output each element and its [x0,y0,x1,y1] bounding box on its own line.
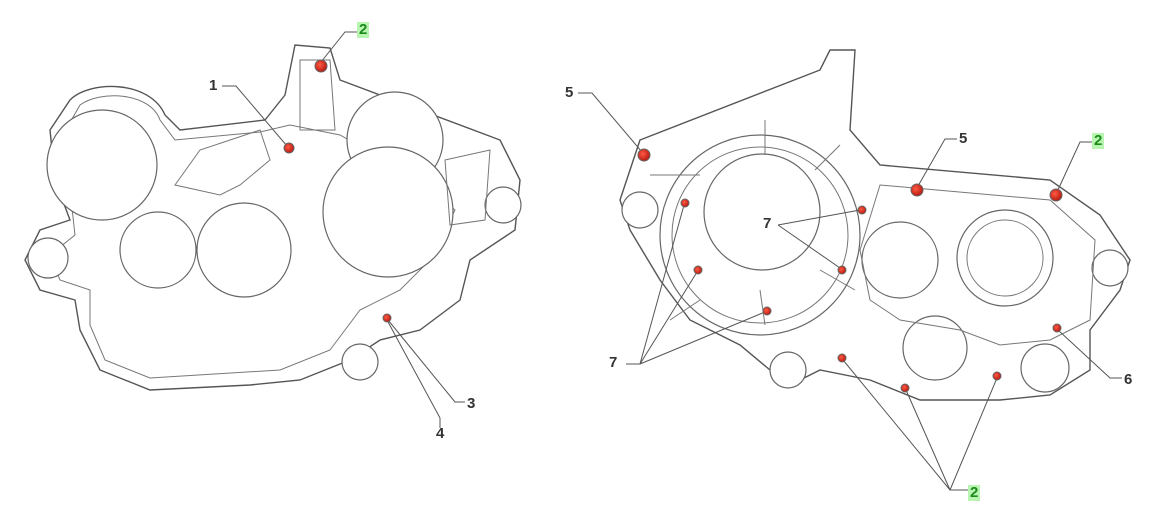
callout-1: 1 [209,77,218,94]
callout-5: 5 [565,84,574,101]
callout-2: 2 [1092,132,1105,149]
fastener-dot [910,183,924,197]
callout-7: 7 [609,354,618,371]
fastener-dot [693,265,703,275]
fastener-dot [314,59,328,73]
left-crankcase-half [24,44,522,391]
callout-7: 7 [763,215,772,232]
leader-lines [222,31,1122,491]
callout-2: 2 [357,21,370,38]
fastener-dot [1052,323,1062,333]
fasteners [283,59,1063,393]
callout-2: 2 [968,484,981,501]
fastener-dot [837,353,847,363]
fastener-dot [837,265,847,275]
callout-5: 5 [959,130,968,147]
fastener-dot [900,383,910,393]
fastener-dot [283,142,295,154]
fastener-dot [857,205,867,215]
fastener-dot [992,371,1002,381]
callout-4: 4 [436,425,445,442]
callout-3: 3 [467,395,476,412]
fastener-dot [762,306,772,316]
fastener-dot [637,148,651,162]
fastener-dot [382,313,392,323]
right-crankcase-half [619,49,1131,401]
callout-6: 6 [1124,371,1133,388]
fastener-dot [680,198,690,208]
fastener-dot [1049,188,1063,202]
